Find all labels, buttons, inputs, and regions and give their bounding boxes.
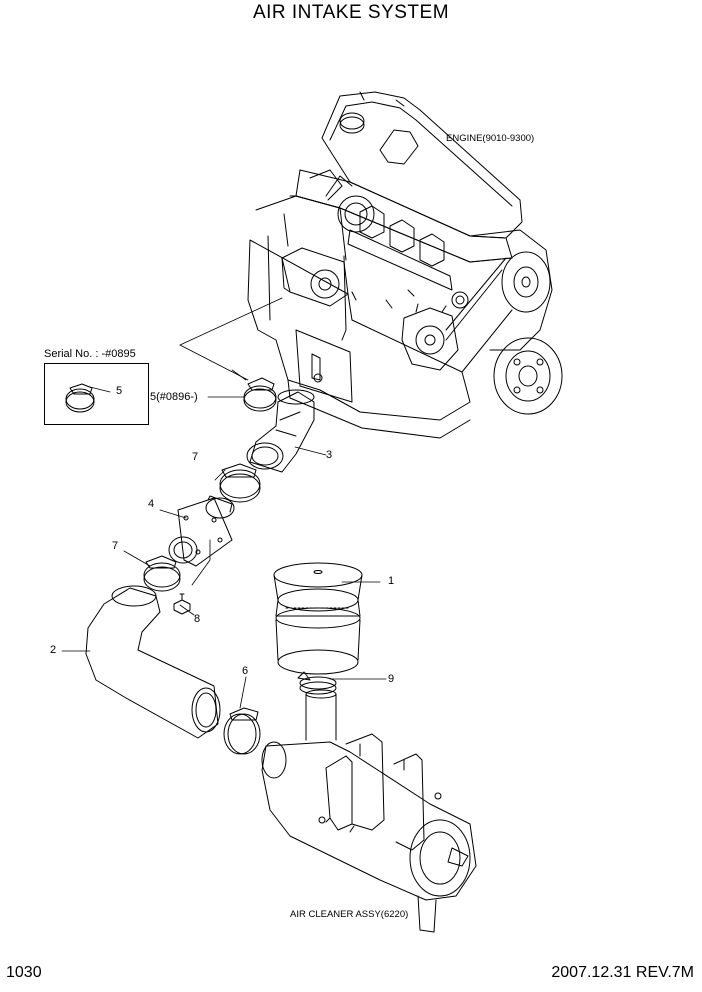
air-cleaner-assembly xyxy=(261,689,477,933)
page-number: 1030 xyxy=(6,964,42,981)
hose-2 xyxy=(85,585,221,739)
clamp-7-lower xyxy=(143,555,181,592)
clamp-5-boxed xyxy=(65,383,95,413)
revision-date: 2007.12.31 REV.7M xyxy=(551,964,694,981)
clamp-5 xyxy=(243,377,277,412)
elbow-hose-3 xyxy=(246,389,315,473)
callout-9: 9 xyxy=(388,673,395,685)
engine-drawing xyxy=(247,91,563,439)
clamp-7-upper xyxy=(219,463,261,503)
page-title: AIR INTAKE SYSTEM xyxy=(252,2,450,23)
callout-4: 4 xyxy=(148,498,155,510)
flange-pipe-4 xyxy=(168,495,235,567)
callout-2: 2 xyxy=(50,644,57,656)
engine-label: ENGINE(9010-9300) xyxy=(446,133,535,144)
air-cleaner-label: AIR CLEANER ASSY(6220) xyxy=(290,909,409,920)
callout-7-lower: 7 xyxy=(112,540,119,552)
clamp-9 xyxy=(297,671,337,695)
air-cleaner-cap-1 xyxy=(273,562,363,675)
callout-6: 6 xyxy=(242,665,249,677)
serial-note: Serial No. : -#0895 xyxy=(44,348,136,360)
fitting-8 xyxy=(173,593,191,615)
callout-5: 5(#0896-) xyxy=(150,391,198,403)
callout-7-upper: 7 xyxy=(192,451,199,463)
leader-lines xyxy=(61,297,387,709)
callout-1: 1 xyxy=(388,575,395,587)
serial-box xyxy=(44,363,149,425)
callout-5-box: 5 xyxy=(116,385,123,397)
clamp-6 xyxy=(223,707,261,755)
callout-8: 8 xyxy=(194,613,201,625)
callout-3: 3 xyxy=(326,449,333,461)
